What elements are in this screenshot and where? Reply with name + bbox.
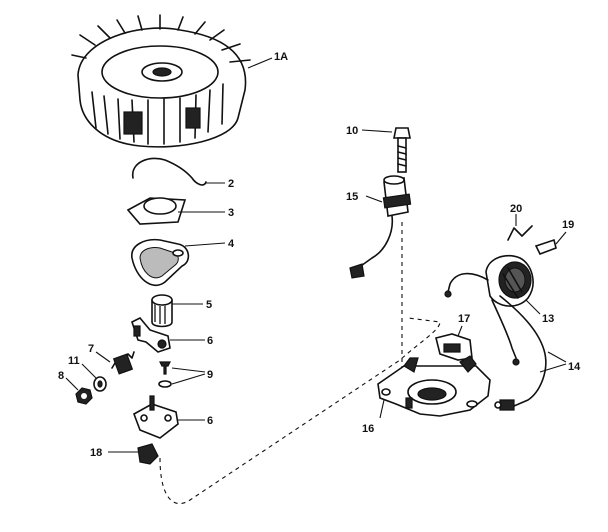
- label-11: 11: [68, 355, 80, 367]
- label-8: 8: [58, 370, 64, 382]
- label-5: 5: [206, 299, 212, 311]
- spring: 7: [88, 343, 135, 375]
- label-6-lower: 6: [207, 415, 213, 427]
- coil: 13: [444, 254, 554, 325]
- label-13: 13: [542, 313, 554, 325]
- condenser: 15: [346, 175, 412, 279]
- label-9: 9: [207, 369, 213, 381]
- bolt: 10: [346, 125, 411, 173]
- stator-plate: 16: [362, 355, 491, 435]
- label-14: 14: [568, 361, 581, 373]
- label-4: 4: [228, 238, 235, 250]
- label-19: 19: [562, 219, 574, 231]
- retainer: 3: [126, 197, 234, 225]
- wire-clip: 20: [507, 203, 533, 241]
- label-18: 18: [90, 447, 102, 459]
- screws-washers: 9: [158, 361, 213, 388]
- label-6-upper: 6: [207, 335, 213, 347]
- label-7: 7: [88, 343, 94, 355]
- lead-routing-dashed: [159, 317, 441, 505]
- breaker-plate: 6: [133, 395, 213, 439]
- label-16: 16: [362, 423, 374, 435]
- felt-washer: 4: [131, 238, 235, 287]
- clip: 19: [534, 219, 574, 256]
- grommet: 18: [90, 443, 159, 465]
- nut: 8: [58, 370, 93, 405]
- label-20: 20: [510, 203, 522, 215]
- label-1a: 1A: [274, 51, 288, 63]
- label-10: 10: [346, 125, 358, 137]
- flywheel: 1A: [71, 14, 288, 148]
- label-15: 15: [346, 191, 358, 203]
- breaker-arm: 6: [131, 317, 213, 353]
- label-2: 2: [228, 178, 234, 190]
- label-17: 17: [458, 313, 470, 325]
- washer: 11: [68, 355, 107, 392]
- spring-clip: 2: [132, 157, 234, 190]
- mount-bracket: 17: [435, 313, 473, 361]
- leads: 14: [491, 295, 581, 411]
- bushing: 5: [151, 294, 212, 328]
- label-3: 3: [228, 207, 234, 219]
